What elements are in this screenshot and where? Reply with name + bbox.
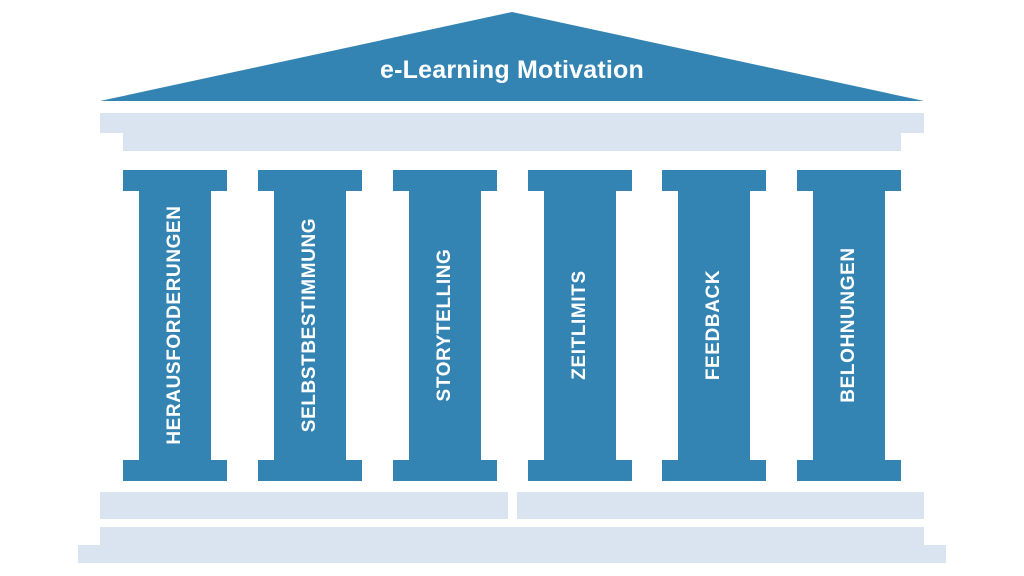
pillar-shaft [813,170,885,481]
pillar-shaft [274,170,346,481]
pillar-shaft [139,170,211,481]
pillar-capital [528,170,632,191]
base-step-middle [100,527,924,545]
pillar-base [123,460,227,481]
pillar-label: FEEDBACK [703,269,724,381]
pillar-base [662,460,766,481]
pillar-label: HERAUSFORDERUNGEN [164,205,185,445]
pillar-capital [393,170,497,191]
pillar-base [528,460,632,481]
pillar-base [797,460,901,481]
base-step-bottom [78,545,946,563]
pillar-storytelling: STORYTELLING [393,170,497,481]
pillar-capital [123,170,227,191]
pillar-zeitlimits: ZEITLIMITS [528,170,632,481]
entablature-lower-slab [123,133,901,151]
pillar-capital [258,170,362,191]
base-step-right [517,492,924,519]
pillar-label: ZEITLIMITS [569,270,590,380]
pillar-capital [797,170,901,191]
pillar-label: SELBSTBESTIMMUNG [299,217,320,433]
pillar-shaft [544,170,616,481]
pillar-label: STORYTELLING [434,248,455,402]
pillar-herausforderungen: HERAUSFORDERUNGEN [123,170,227,481]
pillar-base [258,460,362,481]
base-step-left [100,492,508,519]
pillar-selbstbestimmung: SELBSTBESTIMMUNG [258,170,362,481]
pillar-label: BELOHNUNGEN [838,247,859,403]
pillar-capital [662,170,766,191]
entablature-upper-slab [100,113,924,133]
pillar-feedback: FEEDBACK [662,170,766,481]
pillar-base [393,460,497,481]
diagram-title: e-Learning Motivation [380,56,644,84]
pillar-shaft [409,170,481,481]
pillar-belohnungen: BELOHNUNGEN [797,170,901,481]
pillar-shaft [678,170,750,481]
